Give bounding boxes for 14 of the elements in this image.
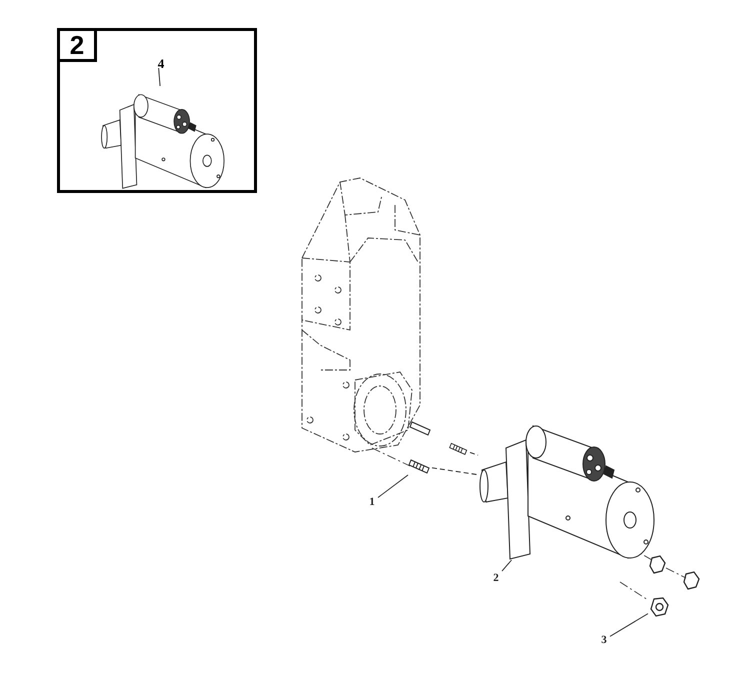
stud-drawing — [448, 440, 470, 457]
leader-line — [378, 474, 408, 498]
leader-line — [158, 68, 160, 86]
callout-number: 2 — [490, 570, 502, 586]
callout-number: 4 — [155, 55, 167, 71]
callout-number: 3 — [598, 632, 610, 648]
leader-line — [610, 613, 648, 637]
view-number: 2 — [57, 28, 97, 62]
leader-line — [502, 560, 512, 572]
leader-line — [432, 467, 478, 476]
leader-line — [470, 452, 478, 456]
callout-number: 1 — [366, 494, 378, 510]
nut-drawing — [648, 596, 670, 618]
inset-frame — [57, 28, 257, 193]
